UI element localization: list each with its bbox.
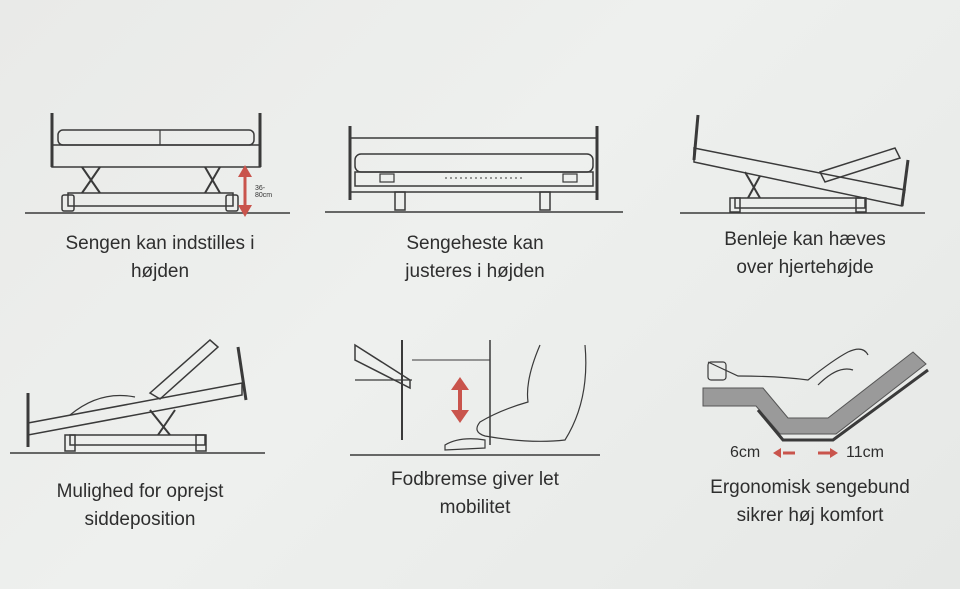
caption-leg-rest: Benleje kan hæves over hjertehøjde (724, 229, 886, 278)
caption-rail: Sengeheste kan justeres i højden (405, 233, 545, 282)
bed-height-illustration (25, 113, 290, 217)
caption-ergonomic: Ergonomisk sengebund sikrer høj komfort (710, 477, 910, 526)
measure-left-label: 6cm (730, 444, 761, 461)
caption-height-adjust: Sengen kan indstilles i højden (65, 233, 255, 282)
bed-rail-illustration (325, 126, 623, 213)
ergonomic-illustration (702, 348, 929, 458)
sit-up-illustration (10, 339, 265, 454)
height-range-label: 36-80cm (255, 185, 273, 199)
caption-foot-brake: Fodbremse giver let mobilitet (391, 469, 559, 518)
caption-sit-up: Mulighed for oprejst siddeposition (56, 481, 224, 530)
leg-rest-illustration (680, 114, 925, 214)
measure-right-label: 11cm (846, 444, 884, 461)
foot-brake-illustration (350, 340, 600, 456)
